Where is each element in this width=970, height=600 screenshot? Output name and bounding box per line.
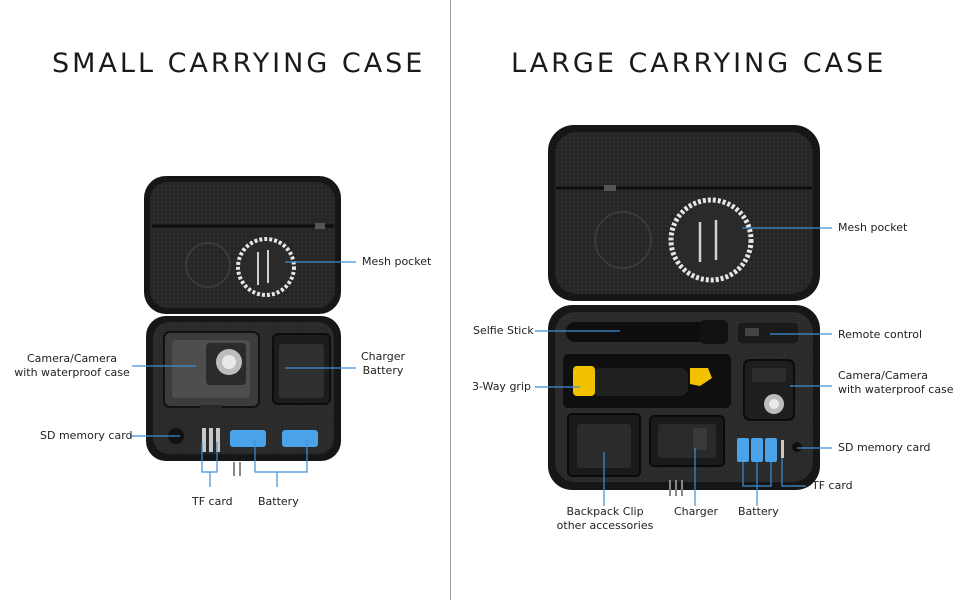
small-camera-label-line1: Camera/Camera [26, 352, 118, 365]
small-charger-label-line2: Battery [362, 364, 404, 377]
large-case-title: LARGE CARRYING CASE [511, 48, 887, 79]
small-camera-label: Camera/Camera with waterproof case [14, 352, 130, 380]
small-case-title: SMALL CARRYING CASE [52, 48, 426, 79]
small-camera-label-line2: with waterproof case [14, 366, 130, 379]
large-battery-label: Battery [738, 505, 779, 518]
small-mesh-pocket-label: Mesh pocket [362, 255, 432, 268]
large-backpack-clip-label: Backpack Clip other accessories [552, 505, 658, 533]
small-battery-1 [230, 430, 266, 447]
large-battery-3 [765, 438, 777, 462]
large-charger-label: Charger [674, 505, 718, 518]
small-charger-label-line1: Charger [361, 350, 405, 363]
small-charger-label: Charger Battery [356, 350, 410, 378]
large-tf-card-label: TF card [812, 479, 853, 492]
large-callout-lines [535, 227, 832, 506]
large-camera-label-line2: with waterproof case [838, 383, 954, 396]
large-mesh-coil [668, 197, 754, 283]
large-battery-1 [737, 438, 749, 462]
large-sd-card-label: SD memory card [838, 441, 931, 454]
large-grip-label: 3-Way grip [472, 380, 531, 393]
large-selfie-stick [566, 322, 722, 342]
large-battery-2 [751, 438, 763, 462]
large-camera-label: Camera/Camera with waterproof case [838, 369, 954, 397]
large-remote [736, 321, 800, 345]
large-backpack-label-line2: other accessories [556, 519, 654, 532]
large-mesh-pocket-label: Mesh pocket [838, 221, 908, 234]
small-mesh-coil [236, 237, 296, 297]
large-backpack-label-line1: Backpack Clip [566, 505, 644, 518]
center-divider [450, 0, 451, 600]
large-selfie-stick-label: Selfie Stick [473, 324, 534, 337]
small-case [144, 176, 341, 476]
small-battery-label: Battery [258, 495, 299, 508]
large-case [548, 125, 820, 496]
large-camera-label-line1: Camera/Camera [838, 369, 929, 382]
small-battery-2 [282, 430, 318, 447]
small-sd-card-label: SD memory card [40, 429, 133, 442]
large-remote-control-label: Remote control [838, 328, 923, 341]
small-tf-card-label: TF card [192, 495, 233, 508]
large-3way-grip [592, 368, 688, 396]
small-callout-lines [130, 261, 356, 487]
